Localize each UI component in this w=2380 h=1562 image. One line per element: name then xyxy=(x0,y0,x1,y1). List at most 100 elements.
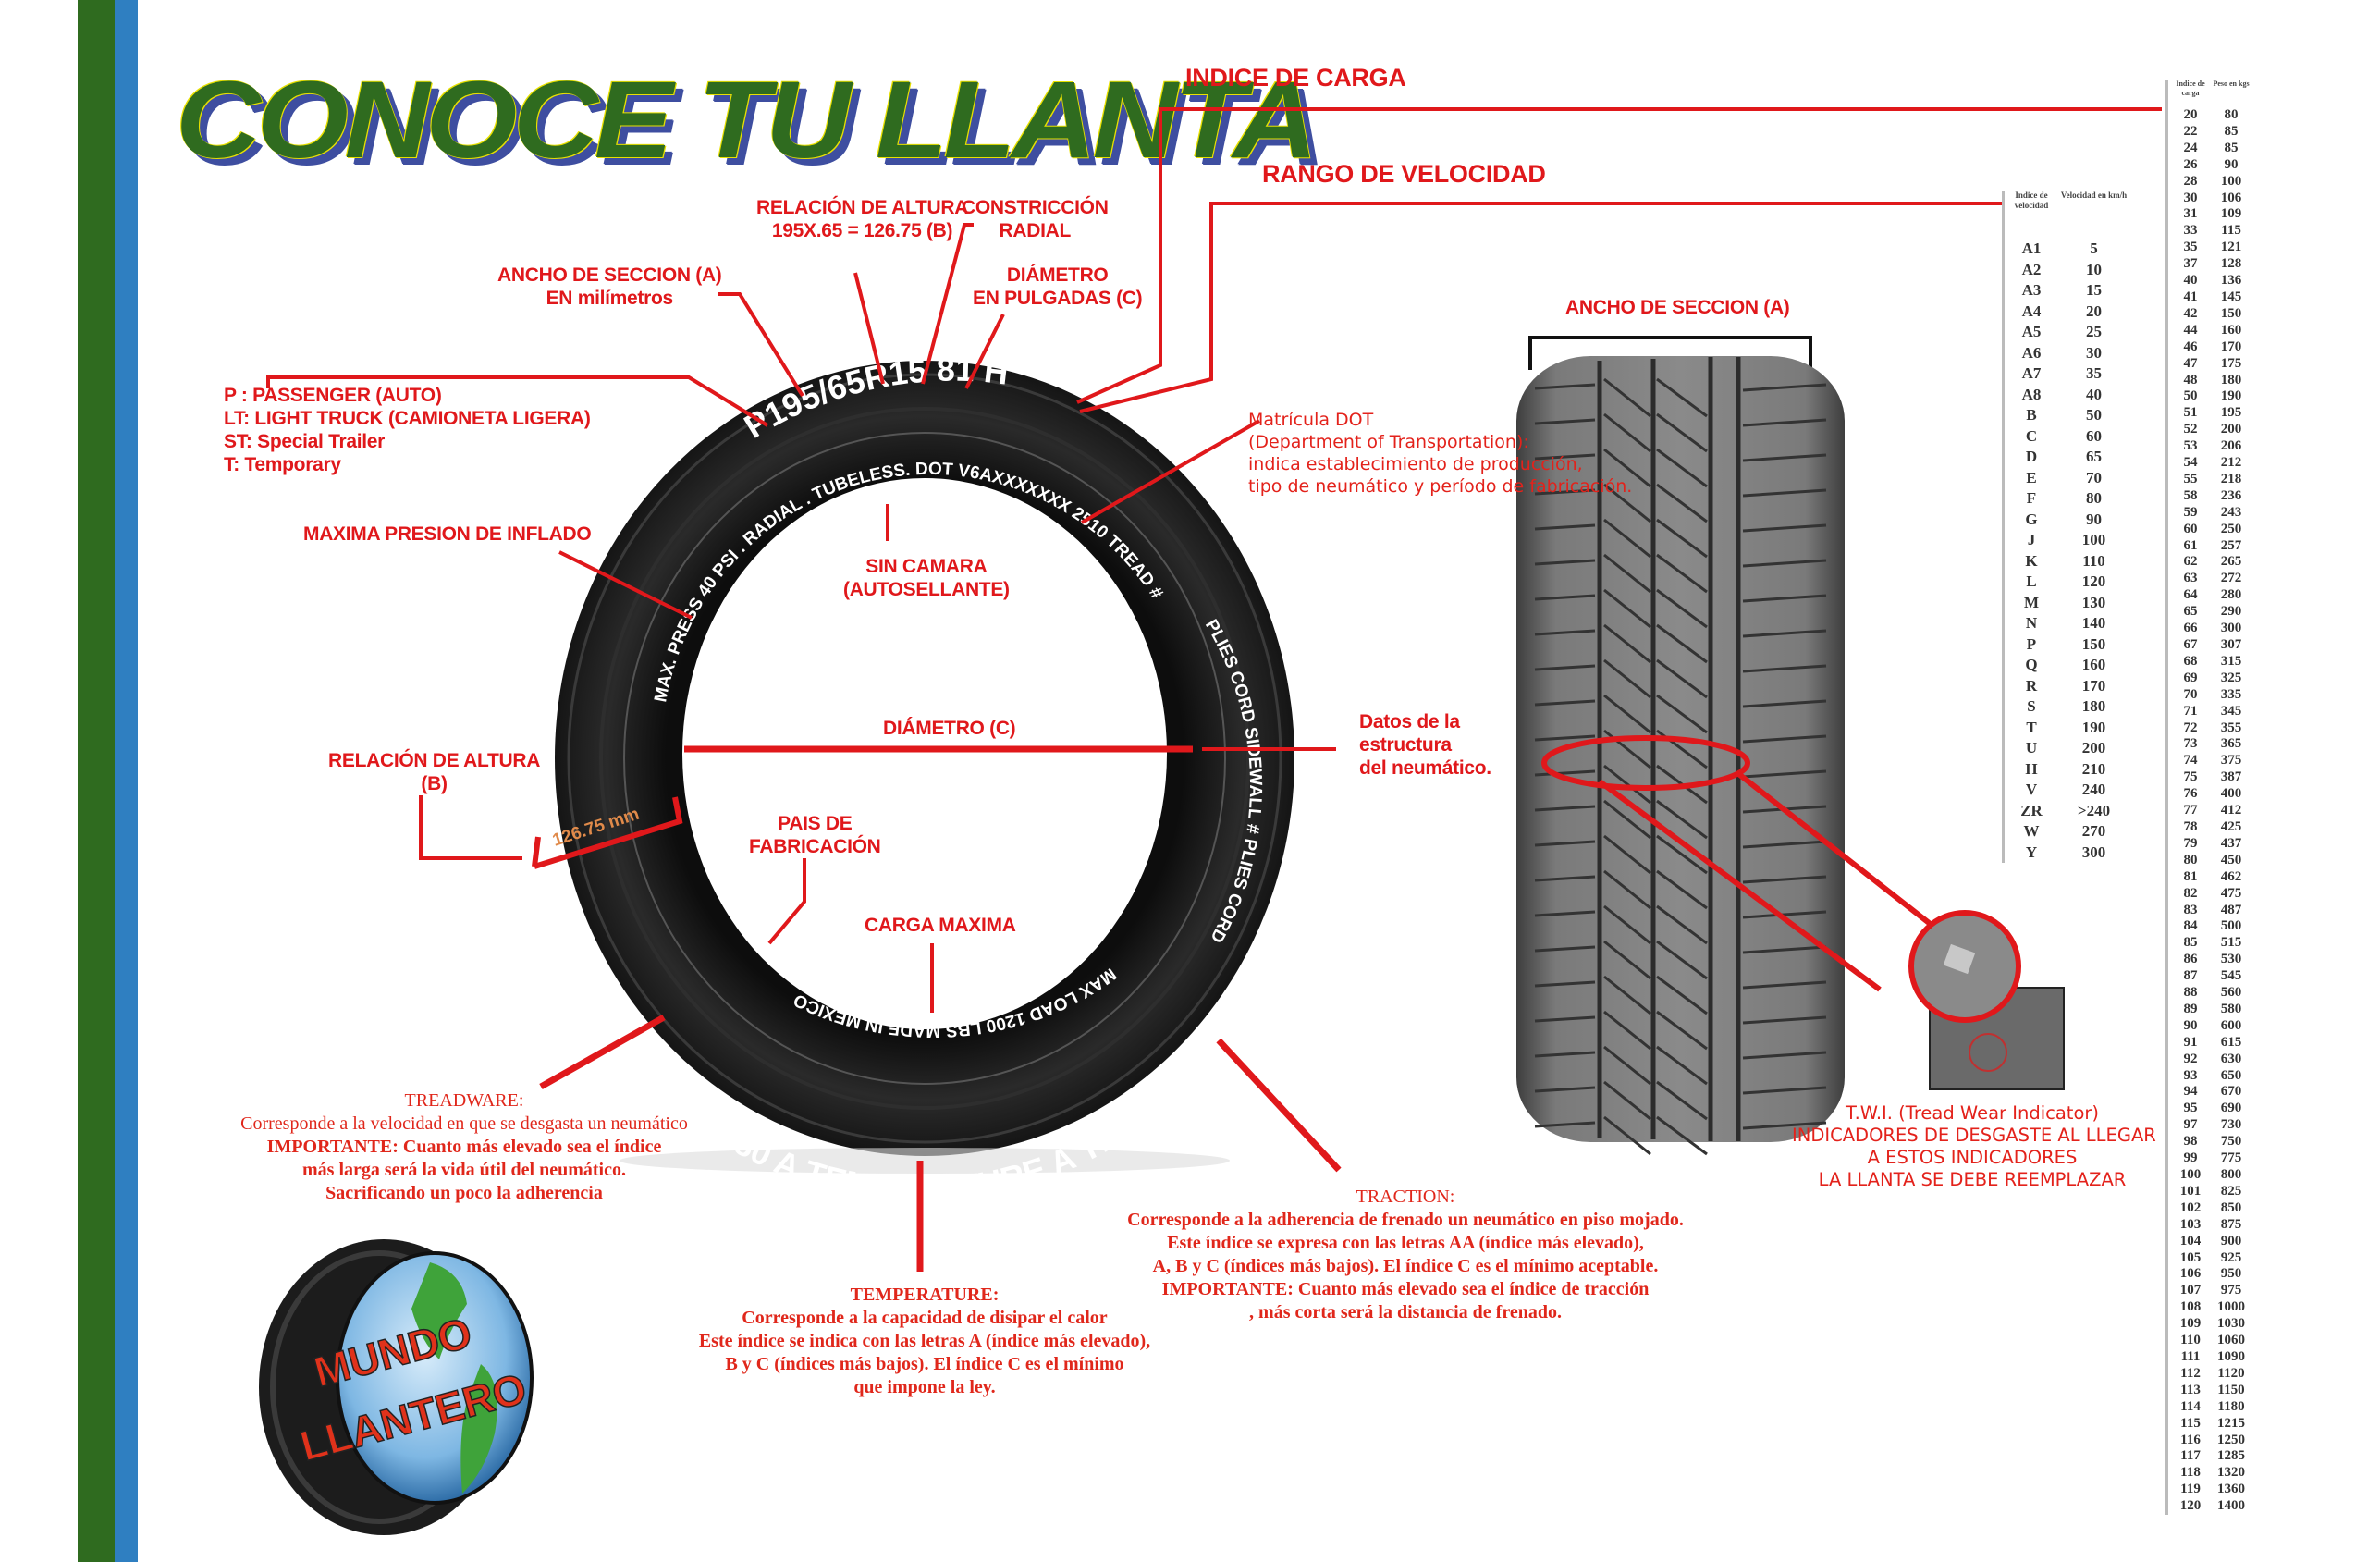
value-cell: 800 xyxy=(2220,1167,2242,1182)
height-bracket-end xyxy=(532,836,541,867)
index-cell: N xyxy=(2025,614,2038,632)
index-cell: 82 xyxy=(2183,885,2198,901)
value-cell: 85 xyxy=(2224,140,2239,155)
index-cell: 87 xyxy=(2183,968,2198,984)
index-cell: 88 xyxy=(2183,985,2198,1001)
index-cell: 113 xyxy=(2180,1382,2201,1397)
value-cell: 70 xyxy=(2086,468,2102,486)
index-cell: V xyxy=(2025,781,2038,798)
tread-sipe xyxy=(1534,910,1596,917)
tread-sipe xyxy=(1603,448,1651,488)
value-cell: 150 xyxy=(2081,634,2106,653)
index-cell: H xyxy=(2025,759,2038,778)
index-cell: 22 xyxy=(2183,123,2198,139)
label-carga-maxima: CARGA MAXIMA xyxy=(865,915,1016,936)
page-title: CONOCE TU LLANTA xyxy=(176,59,1318,181)
leader-rango-velocidad xyxy=(1079,202,2002,413)
index-cell: 71 xyxy=(2183,703,2198,719)
tread-sipe xyxy=(1656,1010,1708,1051)
value-cell: 120 xyxy=(2081,572,2106,590)
value-cell: 160 xyxy=(2081,656,2106,673)
tread-view-tire xyxy=(1516,336,2065,1156)
value-cell: 160 xyxy=(2220,322,2242,338)
index-cell: R xyxy=(2025,676,2038,695)
logo-continent-north xyxy=(411,1262,467,1359)
note-traction: TRACTION: Corresponde a la adherencia de… xyxy=(1127,1187,1684,1322)
value-cell: 200 xyxy=(2081,739,2106,756)
value-cell: 190 xyxy=(2220,388,2242,404)
value-cell: 1180 xyxy=(2217,1398,2245,1414)
value-cell: 130 xyxy=(2081,593,2106,611)
value-cell: 150 xyxy=(2220,305,2242,321)
leader-ancho-seccion xyxy=(718,292,804,398)
value-cell: 250 xyxy=(2220,521,2242,536)
value-cell: 35 xyxy=(2086,364,2102,382)
tread-sipe xyxy=(1656,518,1708,559)
tire-shadow xyxy=(620,1148,1230,1174)
value-cell: 1150 xyxy=(2217,1382,2245,1397)
value-cell: 240 xyxy=(2081,781,2106,798)
value-cell: 280 xyxy=(2220,587,2242,603)
index-cell: 20 xyxy=(2183,107,2198,122)
index-cell: K xyxy=(2025,551,2038,570)
value-cell: 730 xyxy=(2220,1117,2242,1133)
label-diametro-pulgadas: DIÁMETRO EN PULGADAS (C) xyxy=(973,264,1143,309)
index-cell: 119 xyxy=(2180,1482,2201,1497)
leader-max-presion xyxy=(558,550,693,620)
label-ancho-seccion-a: ANCHO DE SECCION (A) xyxy=(1565,297,1790,318)
index-cell: 67 xyxy=(2183,637,2198,652)
value-cell: 690 xyxy=(2220,1101,2242,1116)
index-cell: A6 xyxy=(2021,343,2042,362)
value-cell: 265 xyxy=(2220,554,2242,570)
tread-sipes xyxy=(1534,377,1827,1156)
tread-sipe xyxy=(1603,1115,1651,1156)
tread-sipe xyxy=(1603,483,1651,523)
leader-diametro-pulgadas xyxy=(964,314,1005,389)
value-cell: 218 xyxy=(2220,471,2242,486)
value-cell: 100 xyxy=(2081,531,2106,548)
index-cell: 53 xyxy=(2183,438,2198,454)
value-cell: 345 xyxy=(2220,703,2242,719)
index-cell: 47 xyxy=(2183,355,2198,371)
tread-sipe xyxy=(1534,418,1596,425)
value-cell: 80 xyxy=(2224,107,2239,122)
tread-sipe xyxy=(1603,412,1651,453)
tread-sipe xyxy=(1656,658,1708,699)
value-cell: 15 xyxy=(2086,281,2102,299)
index-cell: W xyxy=(2023,822,2040,840)
index-cell: 110 xyxy=(2180,1333,2201,1348)
index-cell: 104 xyxy=(2179,1233,2202,1248)
value-cell: 1320 xyxy=(2217,1465,2245,1481)
index-cell: U xyxy=(2025,739,2038,756)
value-cell: 85 xyxy=(2224,123,2239,139)
tread-sipe xyxy=(1742,488,1827,498)
label-tipo-vehiculo: P : PASSENGER (AUTO) LT: LIGHT TRUCK (CA… xyxy=(224,385,591,475)
value-cell: 425 xyxy=(2220,818,2242,834)
table-row: U 200 xyxy=(2008,738,2133,759)
index-cell: B xyxy=(2026,406,2037,424)
tire-bead-line xyxy=(623,432,1226,1085)
value-cell: 136 xyxy=(2220,273,2242,289)
index-cell: 79 xyxy=(2183,835,2198,851)
